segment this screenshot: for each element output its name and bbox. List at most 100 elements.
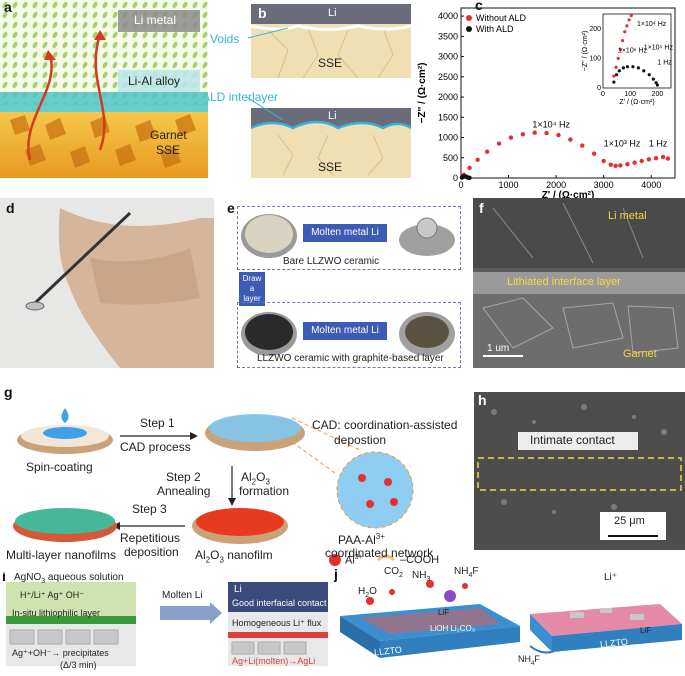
f-li-metal-label: Li metal bbox=[608, 210, 647, 222]
nanofilm-label: Al2O3 nanofilm bbox=[195, 548, 273, 564]
inset-y-axis-label: −Z'' / (Ω·cm²) bbox=[582, 31, 589, 72]
repetitious-line1: Repetitious bbox=[120, 531, 180, 545]
h2o-o: O bbox=[369, 586, 377, 597]
voids-label: Voids bbox=[210, 32, 239, 46]
panel-j-label: j bbox=[334, 566, 338, 582]
legend-marker bbox=[466, 15, 472, 21]
h-scale-label: 25 μm bbox=[614, 515, 645, 527]
data-point-without-ald bbox=[592, 152, 596, 156]
nyquist-chart: 0100020003000400005001000150020002500300… bbox=[413, 0, 685, 198]
data-point-without-ald bbox=[654, 156, 658, 160]
multilayer-label: Multi-layer nanofilms bbox=[6, 548, 116, 562]
co2-text: CO bbox=[384, 566, 399, 577]
data-point-without-ald bbox=[618, 163, 622, 167]
nh3-sub: 3 bbox=[426, 576, 430, 583]
intimate-contact-label: Intimate contact bbox=[530, 433, 615, 447]
inset-y-tick-label: 100 bbox=[589, 55, 601, 62]
data-point-without-ald bbox=[497, 141, 501, 145]
nanofilm-text: nanofilm bbox=[224, 548, 273, 562]
y-tick-label: 2000 bbox=[438, 92, 458, 102]
nh4f-arrow-text: NH bbox=[518, 654, 531, 664]
inset-x-tick-label: 200 bbox=[652, 91, 664, 98]
inset-annotation-1e5hz: 1×10⁵ Hz bbox=[644, 45, 674, 52]
bare-llzwo-label: Bare LLZWO ceramic bbox=[283, 256, 379, 267]
agno3-text: AgNO bbox=[14, 572, 41, 583]
data-point-without-ald bbox=[521, 132, 525, 136]
co2-sub: 2 bbox=[399, 572, 403, 579]
data-point-without-ald bbox=[647, 157, 651, 161]
li-bottom-label: Li bbox=[328, 110, 337, 122]
data-point-without-ald bbox=[509, 135, 513, 139]
draw-line1: Draw bbox=[239, 274, 265, 284]
molten-li-arrow-label: Molten Li bbox=[162, 590, 203, 601]
network-line1: PAA-Al3+ bbox=[338, 532, 385, 547]
inset-data-point bbox=[628, 18, 631, 21]
y-tick-label: 2500 bbox=[438, 72, 458, 82]
agno3-solution-label: AgNO3 aqueous solution bbox=[14, 572, 124, 585]
inset-x-tick-label: 100 bbox=[624, 91, 636, 98]
inset-data-point bbox=[618, 69, 621, 72]
y-tick-label: 0 bbox=[453, 173, 458, 183]
inset-data-point bbox=[631, 65, 634, 68]
y-tick-label: 1000 bbox=[438, 133, 458, 143]
y-tick-label: 3000 bbox=[438, 52, 458, 62]
molten-li-arrow-bottom-label: Molten metal Li bbox=[311, 325, 379, 336]
f-garnet-label: Garnet bbox=[623, 348, 657, 360]
x-axis-label: Z' / (Ω·cm²) bbox=[542, 190, 595, 198]
step2-label: Step 2 bbox=[166, 470, 201, 484]
inset-annotation-1hz: 1 Hz bbox=[657, 59, 672, 66]
sse-top-label: SSE bbox=[318, 56, 342, 70]
co2-label: CO2 bbox=[384, 566, 403, 579]
ald-interlayer-label: ALD interlayer bbox=[208, 90, 278, 104]
data-point-without-ald bbox=[661, 155, 665, 159]
nh3-text: NH bbox=[412, 570, 426, 581]
data-point-without-ald bbox=[666, 156, 670, 160]
x-tick-label: 3000 bbox=[594, 180, 614, 190]
network-paa-al: PAA-Al bbox=[338, 533, 376, 547]
inset-annotation-1e4hz: 1×10⁴ Hz bbox=[637, 21, 667, 28]
panel-e: e Molten metal Li Bare LLZWO ceramic Dra… bbox=[221, 198, 466, 368]
molten-li-arrow-bottom: Molten metal Li bbox=[303, 322, 387, 340]
al-ion-sup: 3+ bbox=[355, 554, 363, 561]
al2o3-formation-al: Al bbox=[241, 470, 252, 484]
data-point-without-ald bbox=[580, 143, 584, 147]
good-contact-label: Good interfacial contact bbox=[232, 598, 327, 608]
inset-data-point bbox=[612, 80, 615, 83]
step3-label: Step 3 bbox=[132, 502, 167, 516]
legend-label: With ALD bbox=[476, 24, 514, 34]
molten-li-arrow-top: Molten metal Li bbox=[303, 224, 387, 242]
y-axis-label: −Z'' / (Ω·cm²) bbox=[417, 63, 428, 124]
data-point-without-ald bbox=[533, 130, 537, 134]
panel-i-label: i bbox=[2, 572, 6, 584]
li-plus-label: Li⁺ bbox=[604, 572, 617, 583]
h2o-label: H2O bbox=[358, 586, 377, 599]
panel-j: j CO2 NH3 NH4F H2O LLZTO LiOH Li₂CO₃ LiF… bbox=[330, 566, 685, 676]
inset-data-point bbox=[623, 30, 626, 33]
data-point-without-ald bbox=[640, 159, 644, 163]
al-ion-legend: Al3+ bbox=[345, 554, 363, 567]
data-point-without-ald bbox=[632, 160, 636, 164]
li-top-label: Li bbox=[328, 7, 337, 19]
nh3-label: NH3 bbox=[412, 570, 430, 583]
data-point-with-ald bbox=[467, 176, 471, 180]
sse-bottom-label: SSE bbox=[318, 160, 342, 174]
nh4f-arrow-label: NH4F bbox=[518, 654, 540, 667]
inset-data-point bbox=[648, 73, 651, 76]
panel-d-label: d bbox=[6, 200, 15, 216]
y-tick-label: 1500 bbox=[438, 112, 458, 122]
panel-f: f Li metal Lithiated interface layer 1 u… bbox=[473, 198, 685, 368]
panel-a-label: a bbox=[4, 0, 12, 15]
inset-x-axis-label: Z' / (Ω·cm²) bbox=[619, 99, 654, 106]
y-tick-label: 500 bbox=[443, 153, 458, 163]
garnet-label: Garnet bbox=[150, 128, 187, 142]
panel-h-label: h bbox=[478, 392, 487, 408]
panel-g: g Spin-coating Step 1 CAD process CAD: c… bbox=[0, 378, 472, 570]
panel-b: b Li Voids SSE ALD interlayer Li SSE bbox=[208, 0, 413, 178]
repetitious-line2: deposition bbox=[124, 545, 179, 559]
inset-y-tick-label: 200 bbox=[589, 26, 601, 33]
legend-marker bbox=[466, 26, 472, 32]
inset-y-tick-label: 0 bbox=[597, 85, 601, 92]
inset-data-point bbox=[656, 83, 659, 86]
annotation-1e3hz: 1×10³ Hz bbox=[604, 138, 641, 148]
inset-data-point bbox=[621, 39, 624, 42]
